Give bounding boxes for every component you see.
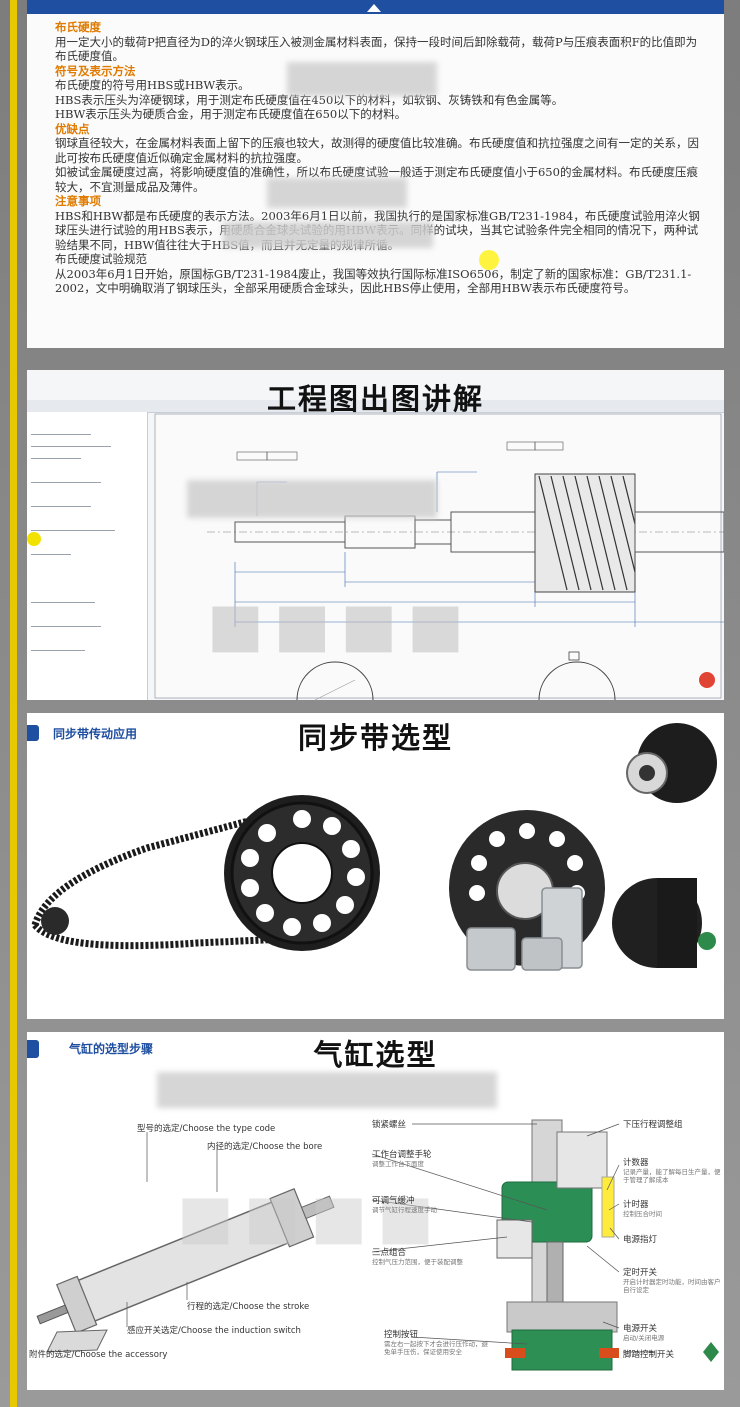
paragraph: HBW表示压头为硬质合金，用于测定布氏硬度值在650以下的材料。 bbox=[55, 107, 407, 121]
note-timed-switch: 开启计时器定时功能，时间由客户自行设定 bbox=[623, 1278, 721, 1294]
cylinder-illustrations bbox=[36, 1119, 719, 1371]
slide-subtitle: 气缸的选型步骤 bbox=[69, 1042, 154, 1056]
label-foot-switch: 脚踏控制开关 bbox=[623, 1350, 675, 1360]
slide-engineering-drawing: ■■■■ 工程图出图讲解 bbox=[27, 370, 724, 700]
slide-timing-belt: 同步带传动应用 同步带选型 bbox=[27, 713, 724, 1019]
label-stroke: 行程的选定/Choose the stroke bbox=[187, 1302, 310, 1312]
label-power-light: 电源指灯 bbox=[623, 1235, 658, 1245]
left-yellow-rail bbox=[10, 0, 17, 1407]
paragraph: 如被试金属硬度过高，将影响硬度值的准确性，所以布氏硬度试验一般适于测定布氏硬度值… bbox=[55, 165, 698, 194]
note-three-point: 控制气压力范围，便于装配调整 bbox=[372, 1258, 463, 1266]
timing-belt-illustration bbox=[31, 723, 717, 971]
slide-subtitle: 同步带传动应用 bbox=[53, 727, 138, 741]
blur-patch bbox=[223, 222, 433, 248]
label-stroke-adjust: 下压行程调整组 bbox=[623, 1120, 683, 1130]
label-power-switch: 电源开关 bbox=[623, 1324, 658, 1334]
paragraph: 布氏硬度的符号用HBS或HBW表示。 bbox=[55, 78, 250, 92]
cursor-highlight bbox=[27, 532, 41, 546]
slide-title: 气缸选型 bbox=[313, 1038, 438, 1072]
shaft-drawing bbox=[154, 413, 724, 700]
paragraph: 用一定大小的载荷P把直径为D的淬火钢球压入被测金属材料表面，保持一段时间后卸除载… bbox=[55, 34, 698, 64]
label-type-code: 型号的选定/Choose the type code bbox=[137, 1124, 276, 1134]
section-badge bbox=[27, 725, 39, 741]
slide-cylinder-selection: 气缸的选型步骤 气缸选型 bbox=[27, 1032, 724, 1390]
blur-patch bbox=[267, 178, 407, 208]
label-counter: 计数器 bbox=[623, 1158, 649, 1168]
slide-brinell-hardness: 布氏硬度 用一定大小的载荷P把直径为D的淬火钢球压入被测金属材料表面，保持一段时… bbox=[27, 0, 724, 348]
cad-feature-panel bbox=[27, 412, 148, 700]
blur-patch bbox=[287, 62, 437, 96]
cad-ribbon bbox=[27, 400, 724, 413]
slide-title: 工程图出图讲解 bbox=[266, 382, 484, 416]
slide-title: 同步带选型 bbox=[297, 721, 453, 755]
label-timed-switch: 定时开关 bbox=[623, 1268, 658, 1278]
label-three-point: 三点组合 bbox=[372, 1248, 407, 1258]
label-control-buttons: 控制按钮 bbox=[384, 1330, 419, 1340]
paragraph: 从2003年6月1日开始，原国标GB/T231-1984废止，我国等效执行国际标… bbox=[55, 266, 692, 296]
slide-top-bar bbox=[27, 0, 724, 14]
note-counter: 记录产量，能了解每日生产量，便于管理了解成本 bbox=[623, 1168, 721, 1184]
note-control-buttons: 需左右一起按下才会进行压作动，避免单手压伤，保证使用安全 bbox=[384, 1340, 488, 1356]
blur-patch bbox=[157, 1072, 497, 1108]
heading-symbol: 符号及表示方法 bbox=[55, 63, 136, 78]
note-throttle: 调节气缸行程速度手动 bbox=[372, 1206, 437, 1214]
paragraph: 钢球直径较大，在金属材料表面上留下的压痕也较大，故测得的硬度值比较准确。布氏硬度… bbox=[55, 136, 699, 165]
pulley-holes bbox=[241, 810, 365, 936]
cursor-highlight bbox=[479, 250, 499, 270]
label-lock-screw: 锁紧螺丝 bbox=[372, 1120, 407, 1130]
label-switch: 感应开关选定/Choose the induction switch bbox=[127, 1326, 301, 1336]
heading-pros-cons: 优缺点 bbox=[55, 121, 90, 136]
note-timer: 控制压合时间 bbox=[623, 1210, 662, 1218]
label-timer: 计时器 bbox=[623, 1200, 649, 1210]
label-accessory: 附件的选定/Choose the accessory bbox=[29, 1350, 168, 1360]
note-power-switch: 启动/关闭电源 bbox=[623, 1334, 665, 1342]
blur-patch bbox=[187, 480, 437, 518]
section-badge bbox=[27, 1040, 39, 1058]
label-bore: 内径的选定/Choose the bore bbox=[207, 1142, 323, 1152]
label-throttle: 可调气缓冲 bbox=[372, 1196, 415, 1206]
watermark: ■■■■ bbox=[207, 590, 474, 660]
paragraph: 布氏硬度试验规范 bbox=[55, 252, 147, 266]
note-table-wheel: 调整工作台下面度 bbox=[372, 1160, 424, 1168]
heading-notes: 注意事项 bbox=[55, 194, 101, 208]
heading-brinell: 布氏硬度 bbox=[55, 20, 101, 34]
watermark: ■■■■ bbox=[177, 1182, 444, 1252]
label-table-wheel: 工作台调整手轮 bbox=[372, 1150, 432, 1160]
paragraph: HBS表示压头为淬硬钢球，用于测定布氏硬度值在450以下的材料，如软钢、灰铸铁和… bbox=[55, 92, 564, 107]
